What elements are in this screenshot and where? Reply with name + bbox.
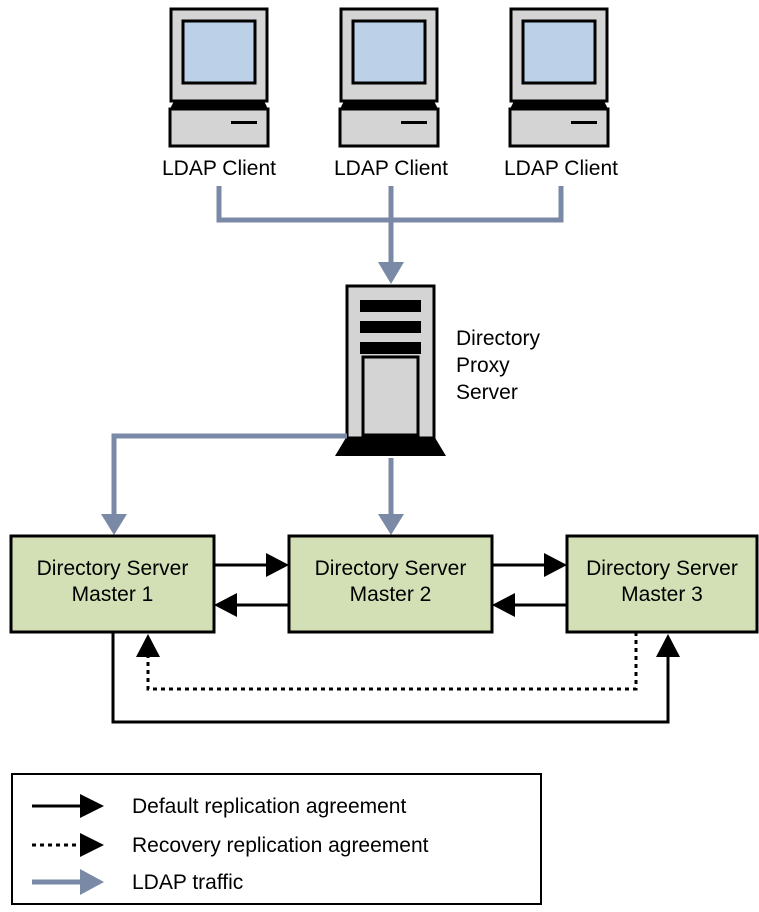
- recovery-replication-line: [146, 632, 638, 691]
- proxy-label-line1: Directory: [456, 327, 541, 350]
- ldap-client-computer-icon: [338, 7, 440, 148]
- default-replication-lines: [111, 563, 670, 724]
- master-2-box: [287, 534, 494, 634]
- master-1-label: Directory Server Master 1: [11, 556, 214, 608]
- ldap-traffic-arrow: [101, 514, 127, 535]
- master-3-name: Master 3: [621, 583, 703, 606]
- master-2-label: Directory Server Master 2: [289, 556, 492, 608]
- legend-recovery-label: Recovery replication agreement: [132, 834, 429, 857]
- master-3-box: [565, 534, 759, 634]
- legend-default-arrowhead: [80, 794, 104, 818]
- ldap-client-label: LDAP Client: [333, 157, 448, 180]
- ldap-traffic-arrow: [378, 514, 404, 535]
- proxy-label-line3: Server: [456, 381, 518, 404]
- master-1-title: Directory Server: [36, 557, 189, 580]
- ldap-client-label: LDAP Client: [503, 157, 618, 180]
- ldap-client-label: LDAP Client: [161, 157, 276, 180]
- legend-ldap-arrowhead: [80, 869, 104, 895]
- default-replication-arrowheads: [214, 553, 680, 657]
- ldap-traffic-lines: [216, 186, 564, 262]
- legend-recovery-arrowhead: [80, 833, 104, 857]
- ldap-client-computer-icon: [508, 7, 610, 148]
- legend-ldap-label: LDAP traffic: [132, 871, 244, 894]
- master-3-title: Directory Server: [586, 557, 738, 580]
- ldap-traffic-lines: [111, 433, 394, 514]
- legend-default-label: Default replication agreement: [132, 795, 407, 818]
- recovery-replication-arrowhead: [136, 634, 160, 657]
- master-3-label: Directory Server Master 3: [567, 556, 757, 608]
- ldap-traffic-arrow: [378, 262, 404, 284]
- master-1-name: Master 1: [71, 583, 154, 606]
- proxy-label-line2: Proxy: [456, 354, 510, 377]
- ldap-client-computer-icon: [168, 7, 270, 148]
- master-1-box: [9, 534, 216, 634]
- directory-proxy-server-icon: [335, 284, 446, 456]
- master-2-name: Master 2: [349, 583, 432, 606]
- master-2-title: Directory Server: [314, 557, 467, 580]
